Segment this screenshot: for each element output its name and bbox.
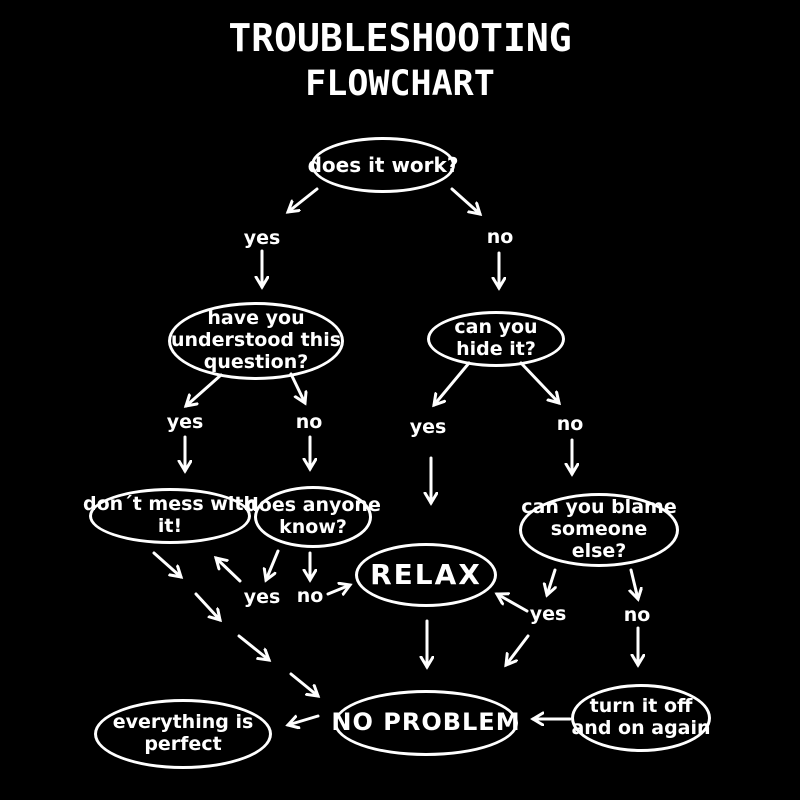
- node-dont-mess-with-it-label: don´t mess with it!: [83, 493, 257, 537]
- node-can-you-blame: can you blame someone else?: [519, 493, 679, 567]
- edge-label-hide-yes: yes: [409, 416, 447, 438]
- node-no-problem: NO PROBLEM: [331, 690, 521, 756]
- node-turn-it-off-label: turn it off and on again: [571, 695, 711, 739]
- arrow-dontmess-chain-4: [289, 672, 318, 696]
- arrow-dontmess-chain-3: [237, 634, 269, 660]
- edge-label-understood-no: no: [295, 411, 323, 433]
- edge-label-hide-no: no: [556, 413, 584, 435]
- node-can-you-hide-it-label: can you hide it?: [454, 316, 538, 360]
- edge-label-work-yes: yes: [243, 227, 281, 249]
- arrow-understood-to-yes: [186, 373, 223, 406]
- node-turn-it-off: turn it off and on again: [571, 684, 711, 752]
- arrow-dontmess-chain-2: [194, 592, 220, 620]
- arrow-work-to-no: [450, 187, 480, 214]
- arrow-hide-to-yes: [434, 361, 471, 405]
- arrow-know-to-yes: [266, 549, 280, 580]
- arrow-dontmess-chain-1: [152, 551, 181, 577]
- edge-label-know-no: no: [296, 585, 324, 607]
- arrow-blame-to-no: [631, 568, 638, 599]
- node-does-anyone-know: does anyone know?: [245, 486, 381, 548]
- edge-label-blame-no: no: [623, 604, 651, 626]
- edge-label-know-yes: yes: [243, 586, 281, 608]
- arrow-know-no-to-relax: [326, 585, 350, 594]
- arrow-hide-to-no: [519, 361, 559, 403]
- page-title: TROUBLESHOOTING: [228, 16, 572, 60]
- node-relax-label: RELAX: [370, 557, 482, 591]
- edge-label-blame-yes: yes: [529, 603, 567, 625]
- node-relax: RELAX: [355, 543, 497, 607]
- node-does-anyone-know-label: does anyone know?: [245, 494, 381, 538]
- arrow-know-yes-to-dontmess: [216, 558, 242, 583]
- node-everything-is-perfect: everything is perfect: [94, 699, 272, 769]
- arrow-noproblem-to-perfect: [288, 714, 320, 725]
- edge-label-understood-yes: yes: [166, 411, 204, 433]
- arrow-work-to-yes: [288, 187, 319, 212]
- node-have-you-understood: have you understood this question?: [168, 302, 344, 380]
- arrow-blame-yes-to-noproblem: [506, 634, 530, 665]
- arrow-blame-to-yes: [547, 568, 555, 595]
- node-can-you-blame-label: can you blame someone else?: [521, 496, 677, 562]
- node-does-it-work: does it work?: [308, 137, 458, 193]
- edge-label-work-no: no: [486, 226, 514, 248]
- node-dont-mess-with-it: don´t mess with it!: [83, 488, 257, 544]
- page-subtitle: FLOWCHART: [305, 64, 495, 104]
- node-everything-is-perfect-label: everything is perfect: [112, 711, 254, 755]
- arrow-understood-to-no: [289, 372, 305, 403]
- node-have-you-understood-label: have you understood this question?: [170, 307, 342, 373]
- node-can-you-hide-it: can you hide it?: [427, 311, 565, 367]
- node-does-it-work-label: does it work?: [307, 152, 459, 177]
- arrow-blame-yes-to-relax: [497, 594, 529, 613]
- node-no-problem-label: NO PROBLEM: [331, 708, 521, 737]
